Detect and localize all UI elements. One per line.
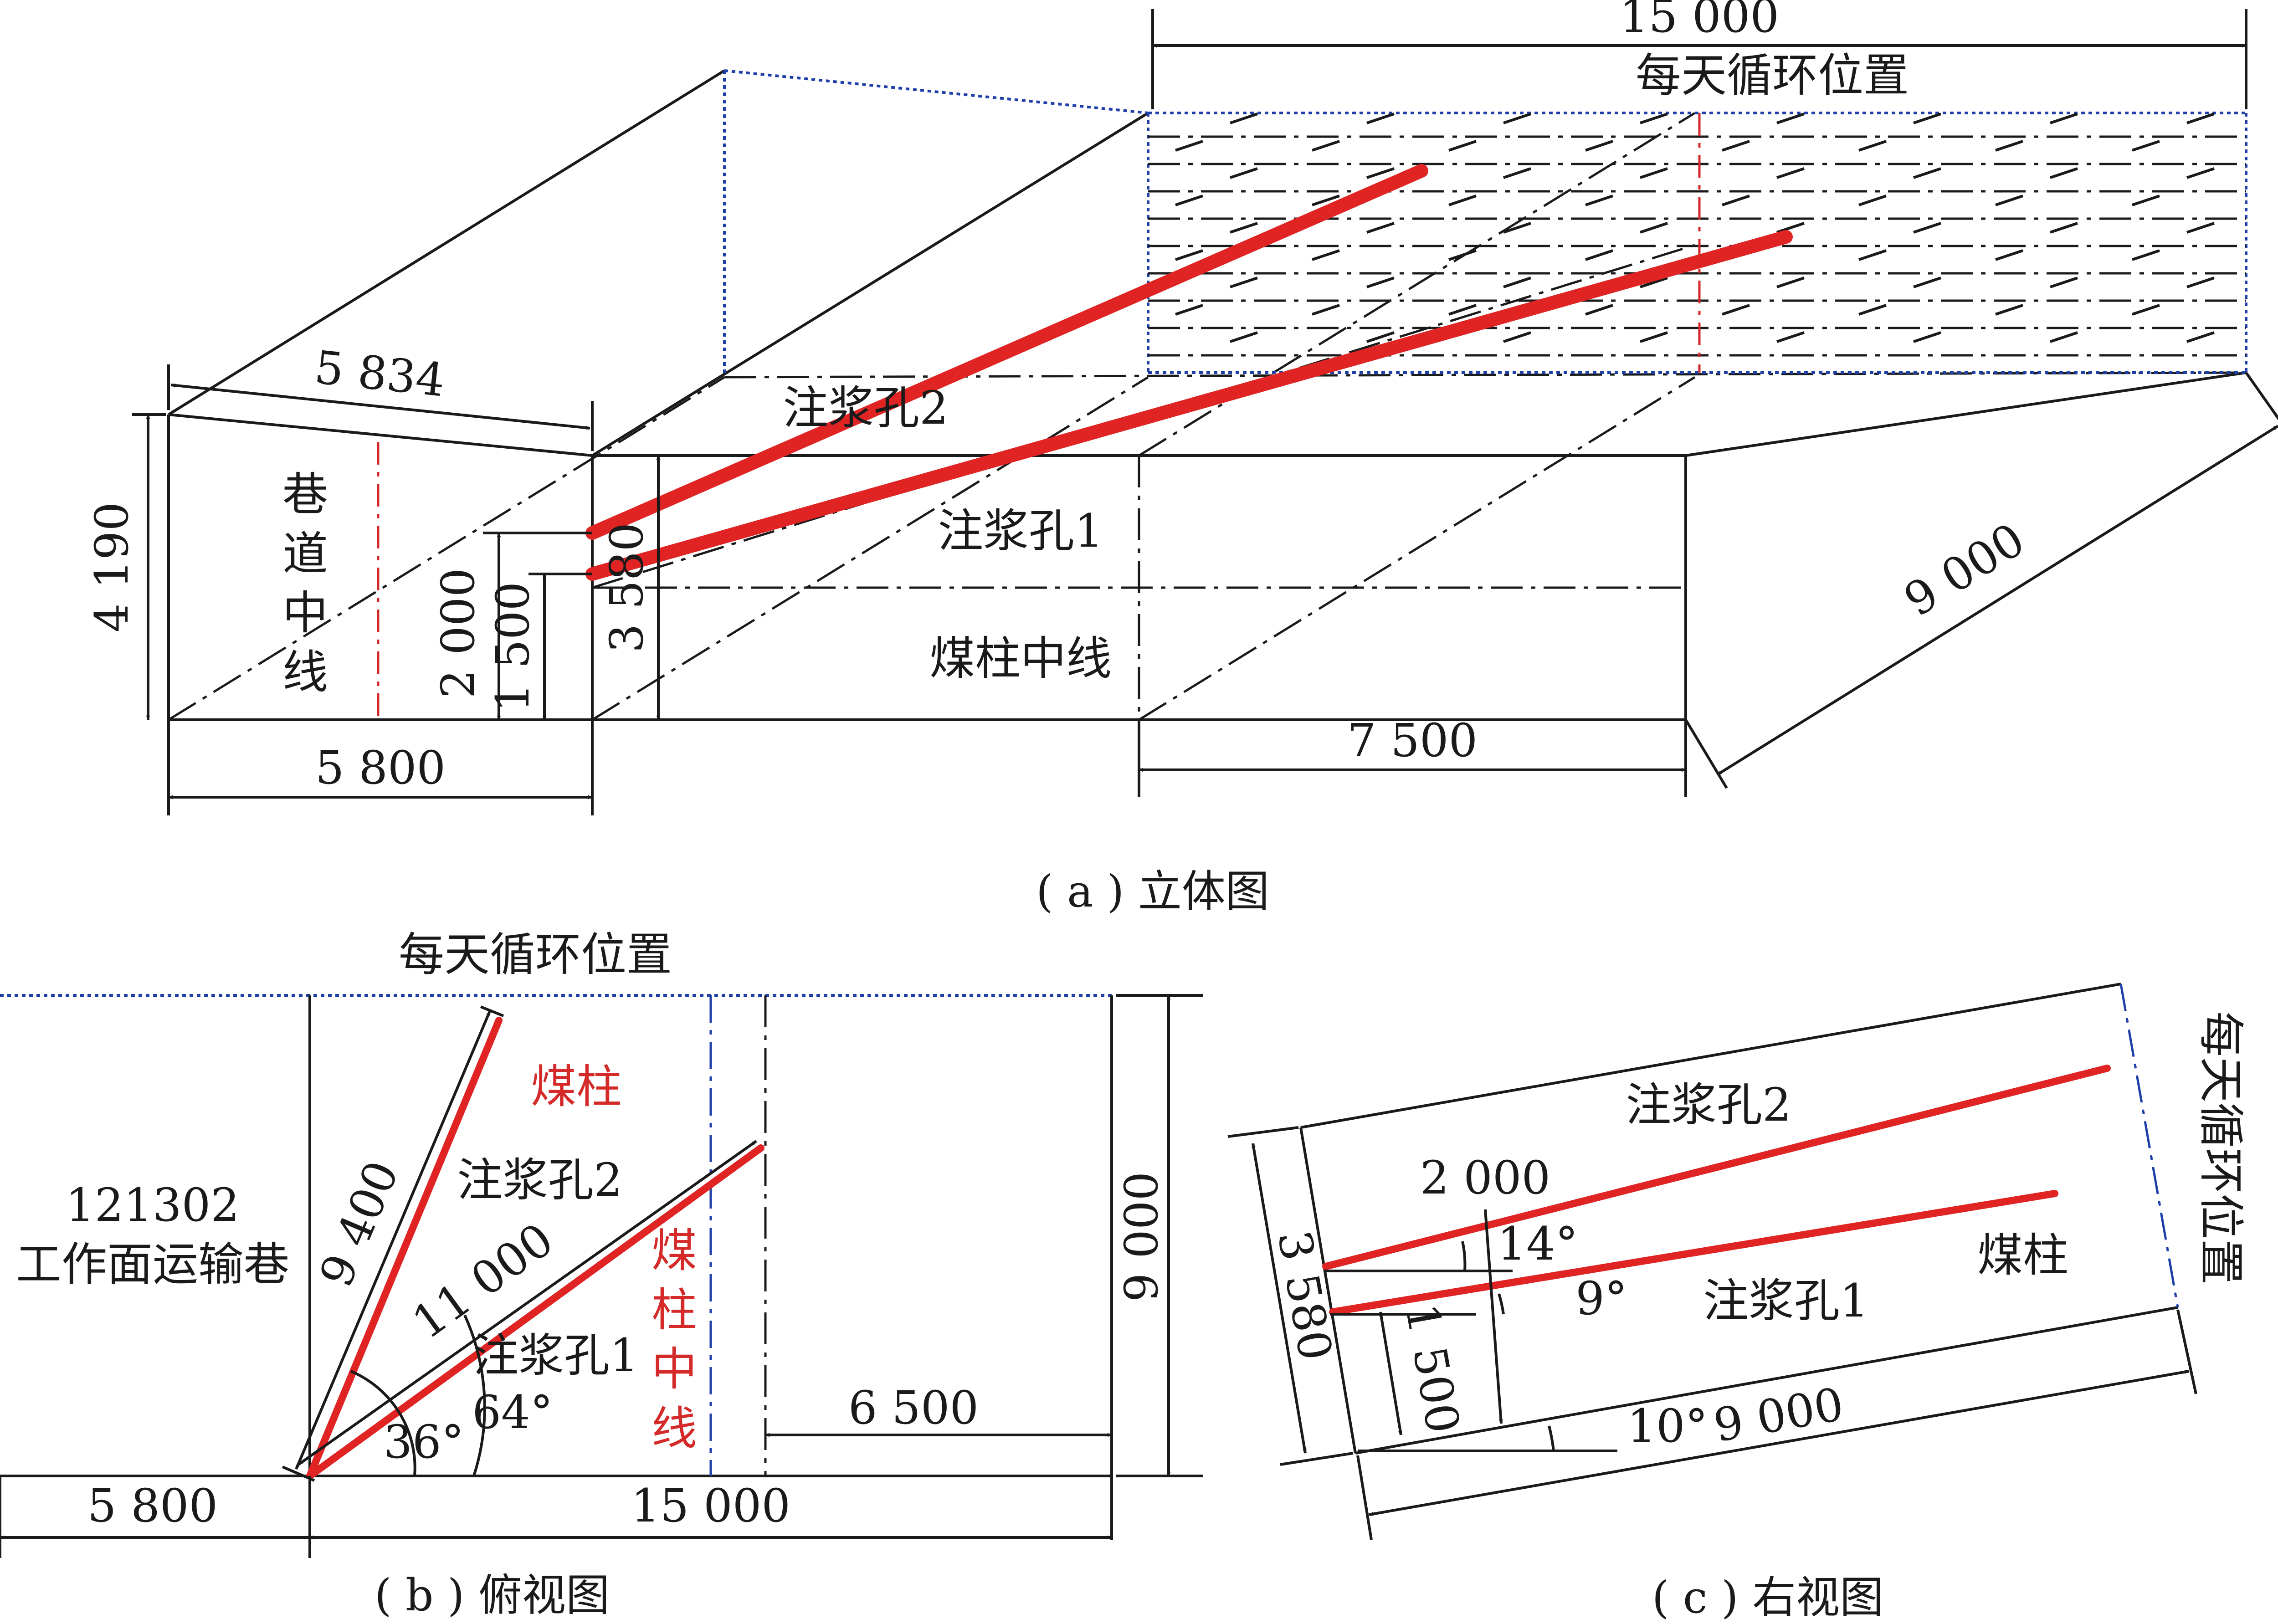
grouting-hole-1	[585, 230, 1793, 581]
angle-9: 9°	[1575, 1272, 1627, 1325]
plan-dim-6500: 6 500	[848, 1381, 979, 1434]
svg-text:巷: 巷	[282, 468, 328, 521]
svg-text:煤: 煤	[652, 1224, 697, 1277]
pillar-centerline-label: 煤柱中线	[929, 632, 1112, 685]
panel-b-top-view: 每天循环位置 121302 工作面运输巷 煤柱 注浆孔2 注浆孔1 煤 柱 中 …	[0, 928, 1203, 1621]
svg-text:中: 中	[652, 1342, 697, 1396]
side-hole-2	[1322, 1065, 2111, 1270]
side-dim-3580: 3 580	[1267, 1227, 1343, 1364]
dim-7500: 7 500	[1347, 714, 1478, 767]
side-daily-cycle-label: 每天循环位置	[2194, 1011, 2247, 1285]
coal-seam-hatch	[1148, 113, 2246, 373]
dim-1500: 1 500	[486, 582, 539, 712]
side-dim-9000: 9 000	[1710, 1378, 1847, 1453]
angle-14: 14°	[1497, 1217, 1578, 1271]
hole-2-label: 注浆孔2	[783, 381, 949, 435]
dim-9000: 9 000	[1895, 512, 2034, 627]
side-hole-1-label: 注浆孔1	[1703, 1274, 1869, 1327]
side-dim-1500: 1 500	[1395, 1300, 1470, 1437]
angle-10: 10°	[1627, 1399, 1708, 1453]
plan-pillar-label: 煤柱	[531, 1060, 622, 1113]
angle-36: 36°	[383, 1415, 464, 1469]
grouting-hole-2	[585, 164, 1428, 540]
roadway-centerline-label: 巷 道 中 线	[282, 468, 328, 699]
daily-cycle-frame	[723, 69, 2247, 377]
plan-dim-9000: 9 000	[1115, 1172, 1168, 1302]
dim-4190: 4 190	[85, 502, 139, 632]
panel-a-dimensions	[132, 9, 2278, 815]
hole-1-label: 注浆孔1	[938, 504, 1103, 558]
panel-a-3d-view: 15 000 每天循环位置 5 834 4 190 巷 道 中 线 2 000 …	[85, 0, 2278, 917]
angle-64: 64°	[472, 1386, 553, 1439]
plan-dim-15000: 15 000	[631, 1479, 790, 1532]
daily-cycle-label: 每天循环位置	[1636, 49, 1909, 102]
dim-3580: 3 580	[600, 523, 653, 653]
svg-text:道: 道	[282, 527, 328, 580]
dim-top-15000: 15 000	[1620, 0, 1779, 43]
caption-b: ( b ) 俯视图	[375, 1570, 610, 1621]
roadway-name: 工作面运输巷	[16, 1238, 289, 1291]
side-hole-2-label: 注浆孔2	[1626, 1078, 1791, 1132]
dim-5834: 5 834	[312, 341, 447, 407]
svg-text:中: 中	[282, 586, 328, 640]
svg-text:线: 线	[282, 646, 328, 699]
side-hole-1	[1329, 1190, 2058, 1316]
plan-dim-5800: 5 800	[87, 1479, 218, 1532]
dim-5800: 5 800	[315, 741, 446, 794]
caption-a: ( a ) 立体图	[1036, 866, 1269, 917]
plan-hole-2-label: 注浆孔2	[457, 1153, 623, 1207]
panel-c-right-view: 注浆孔2 注浆孔1 煤柱 每天循环位置 2 000 14° 9° 3 580 1…	[1227, 983, 2247, 1623]
plan-hole-1-label: 注浆孔1	[473, 1329, 639, 1382]
plan-daily-cycle-label: 每天循环位置	[399, 928, 672, 981]
side-dim-2000: 2 000	[1420, 1151, 1550, 1204]
svg-text:线: 线	[652, 1402, 697, 1455]
roadway-front-face	[167, 69, 1686, 721]
plan-pillar-centerline-label: 煤 柱 中 线	[652, 1224, 697, 1455]
caption-c: ( c ) 右视图	[1652, 1572, 1883, 1623]
roadway-id: 121302	[66, 1178, 240, 1232]
side-pillar-label: 煤柱	[1977, 1229, 2068, 1282]
dim-2000: 2 000	[431, 568, 485, 698]
svg-text:柱: 柱	[652, 1283, 697, 1337]
